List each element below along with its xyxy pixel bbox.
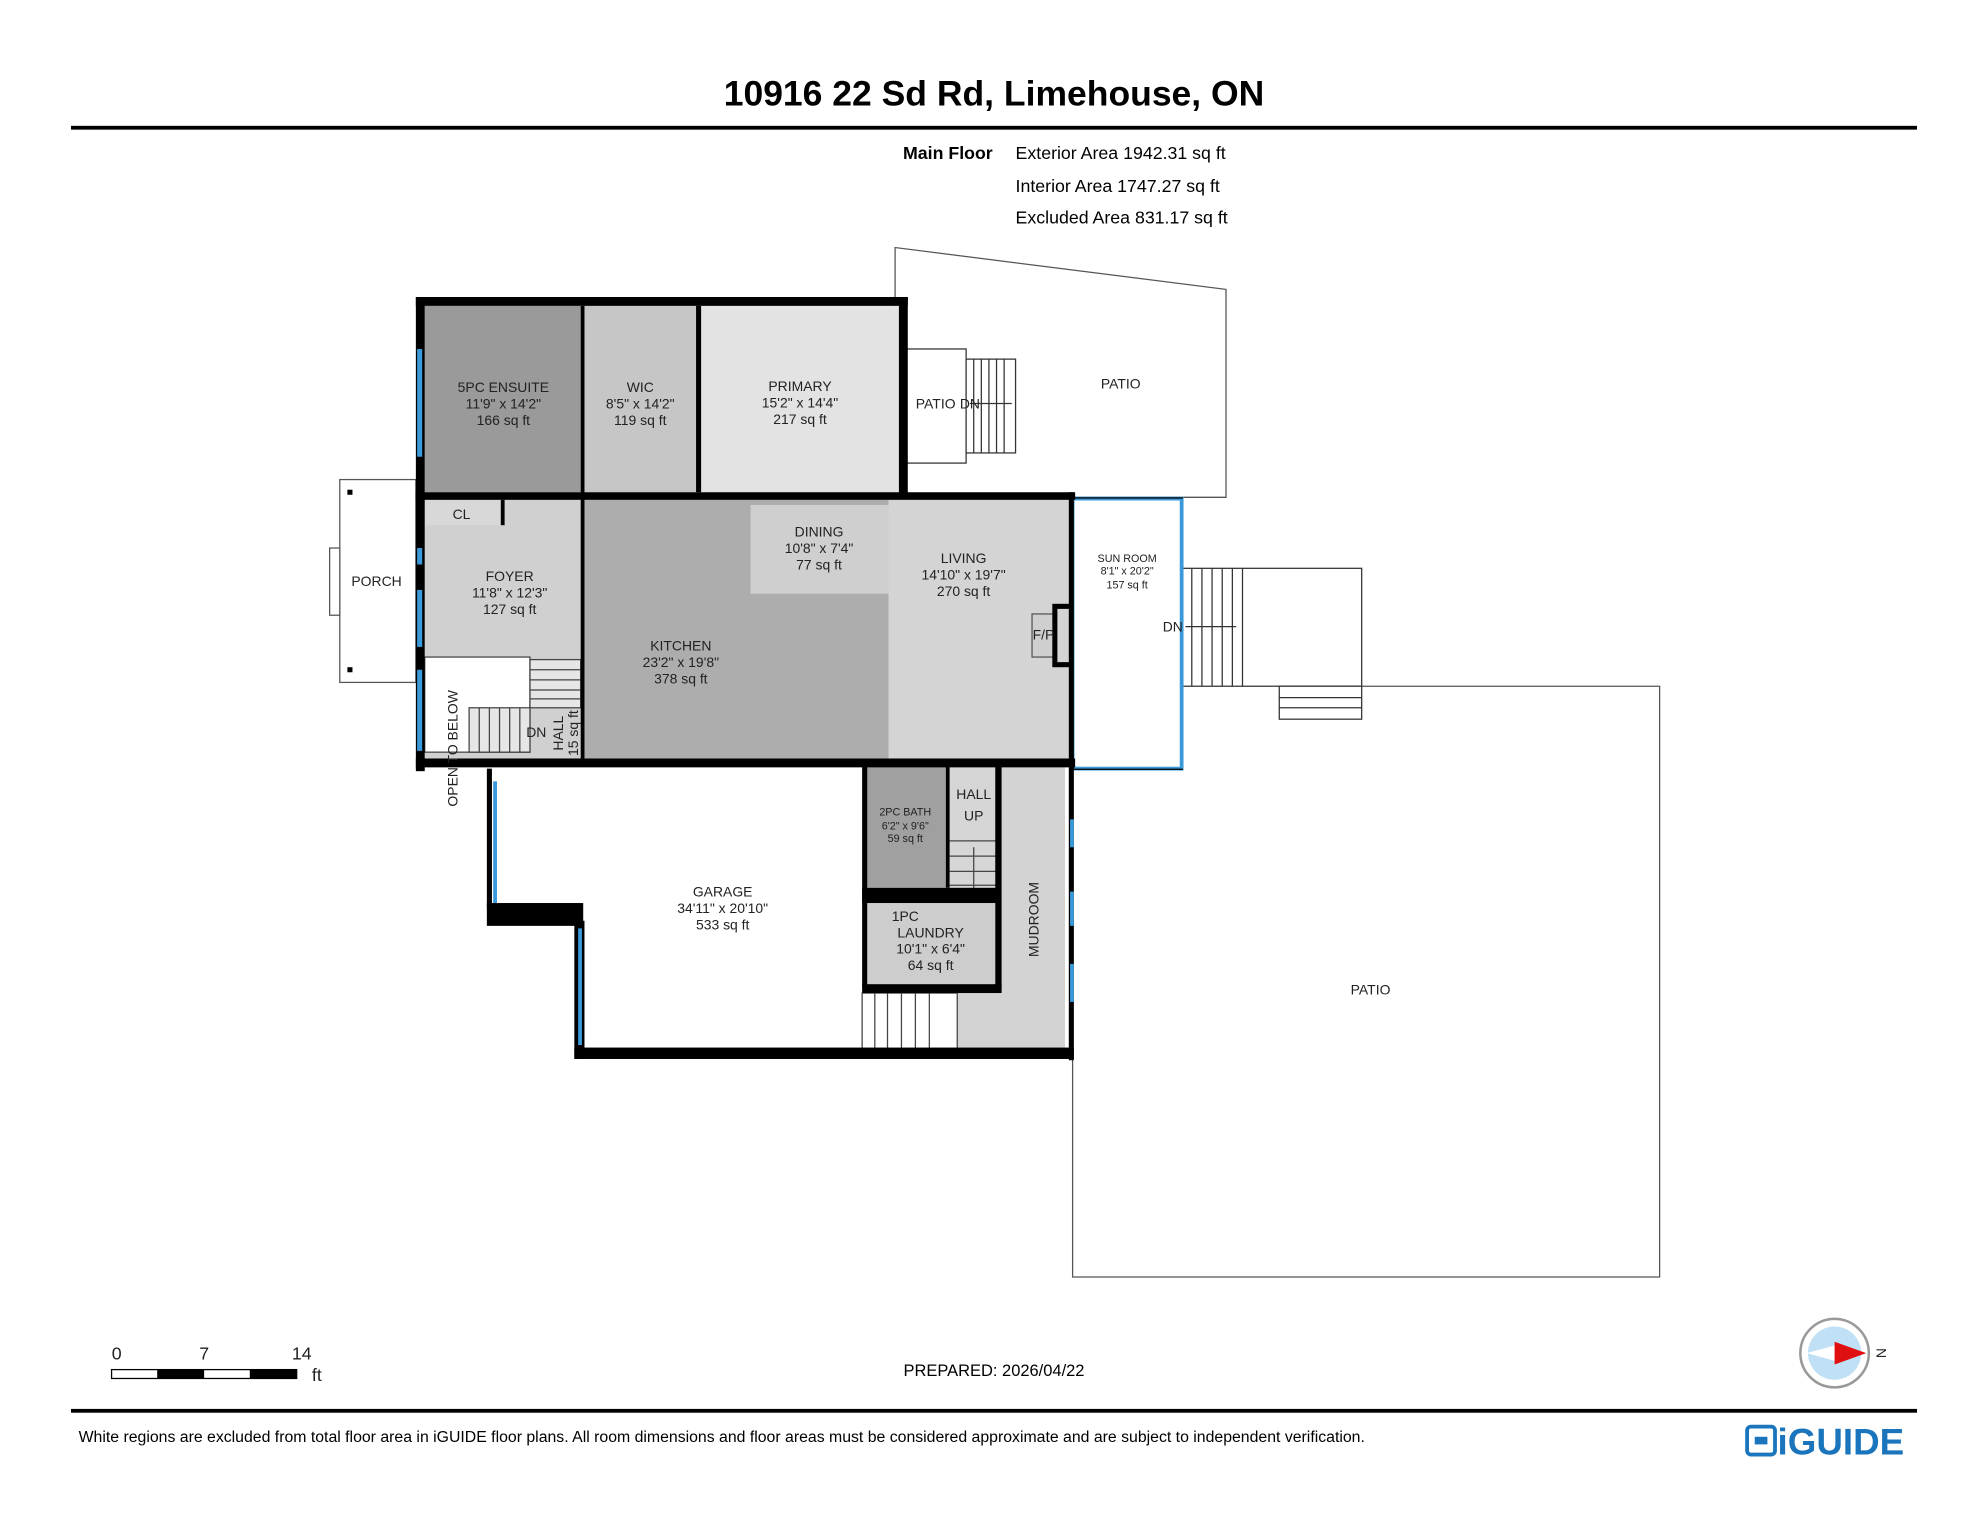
foyer-stairs — [468, 658, 582, 753]
garage-name: GARAGE — [693, 884, 753, 900]
hall-stairs — [949, 840, 1000, 895]
kitchen-name: KITCHEN — [650, 638, 711, 654]
kitchen-dims: 23'2" x 19'8" — [643, 654, 719, 670]
cl-label: CL — [453, 506, 471, 522]
prepared-date: PREPARED: 2026/04/22 — [904, 1362, 1085, 1380]
patio-north-label: PATIO — [1101, 375, 1141, 391]
hall-name: HALL — [956, 786, 991, 802]
bath2-area: 59 sq ft — [888, 833, 923, 845]
sunroom-deck-stairs — [1181, 567, 1363, 720]
floor-name: Main Floor — [903, 143, 993, 163]
living-dims: 14'10" x 19'7" — [921, 567, 1005, 583]
dining-name: DINING — [795, 524, 844, 540]
scale-unit: ft — [312, 1365, 322, 1385]
scale-label-7: 7 — [199, 1343, 209, 1363]
garage-dims: 34'11" x 20'10" — [677, 900, 768, 916]
kitchen-area: 378 sq ft — [654, 671, 708, 687]
living-name: LIVING — [941, 550, 987, 566]
excluded-area: Excluded Area 831.17 sq ft — [1016, 207, 1228, 227]
bath2-name: 2PC BATH — [879, 807, 931, 819]
sunroom-name: SUN ROOM — [1098, 553, 1157, 565]
room-bath2 — [865, 766, 946, 888]
fireplace-label: F/P — [1033, 626, 1055, 642]
primary-name: PRIMARY — [768, 378, 831, 394]
footer-disclaimer: White regions are excluded from total fl… — [79, 1429, 1365, 1446]
patio-stairs — [965, 358, 1017, 454]
sunroom-dims: 8'1" x 20'2" — [1101, 566, 1154, 578]
windows — [417, 348, 1074, 1046]
porch-post — [347, 667, 353, 673]
foyer-dims: 11'8" x 12'3" — [472, 584, 547, 600]
ensuite-dims: 11'9" x 14'2" — [466, 396, 541, 412]
room-cl — [424, 499, 501, 526]
ensuite-name: 5PC ENSUITE — [458, 379, 549, 395]
sunroom-area: 157 sq ft — [1106, 580, 1147, 592]
dining-dims: 10'8" x 7'4" — [785, 540, 854, 556]
exterior-area: Exterior Area 1942.31 sq ft — [1016, 143, 1226, 163]
mudroom-lower — [957, 989, 1065, 1048]
patio-east-label: PATIO — [1351, 981, 1391, 997]
garage-area: 533 sq ft — [696, 917, 750, 933]
room-primary — [701, 305, 901, 493]
patio-east-outline — [1071, 685, 1661, 1278]
header-rule — [71, 125, 1917, 130]
compass-north-label: N — [1873, 1348, 1889, 1358]
porch-step — [329, 547, 341, 616]
laundry-name-1: 1PC — [892, 908, 919, 924]
wic-name: WIC — [627, 379, 654, 395]
mudroom-label: MUDROOM — [1025, 882, 1041, 957]
hall-small-area: 15 sq ft — [565, 710, 581, 756]
sunroom-stair-dn: DN — [1163, 619, 1183, 635]
foyer-name: FOYER — [486, 568, 534, 584]
scale-label-0: 0 — [112, 1343, 122, 1363]
room-dining — [750, 504, 889, 594]
porch-post — [347, 489, 353, 495]
iguide-logo-text: iGUIDE — [1778, 1422, 1905, 1463]
interior-area: Interior Area 1747.27 sq ft — [1016, 176, 1220, 196]
laundry-dims: 10'1" x 6'4" — [896, 941, 965, 957]
iguide-logo-icon — [1745, 1424, 1777, 1457]
room-wic — [584, 305, 697, 493]
dining-area: 77 sq ft — [796, 557, 842, 573]
page-title: 10916 22 Sd Rd, Limehouse, ON — [724, 74, 1265, 114]
living-area: 270 sq ft — [937, 583, 991, 599]
porch-label: PORCH — [351, 573, 401, 589]
bath2-dims: 6'2" x 9'6" — [882, 820, 929, 832]
open-to-below-label: OPEN TO BELOW — [445, 689, 461, 806]
scale-label-14: 14 — [292, 1343, 312, 1363]
wic-area: 119 sq ft — [614, 412, 667, 428]
footer-rule — [71, 1408, 1917, 1413]
hall-stair-up: UP — [964, 808, 983, 824]
walls — [415, 296, 1076, 1061]
hall-small-stair-dn: DN — [526, 724, 546, 740]
laundry-area: 64 sq ft — [908, 957, 954, 973]
compass-icon — [1799, 1317, 1871, 1389]
wic-dims: 8'5" x 14'2" — [606, 396, 675, 412]
scale-bar — [110, 1368, 298, 1380]
primary-area: 217 sq ft — [773, 411, 827, 427]
ensuite-area: 166 sq ft — [477, 412, 531, 428]
patio-small-label: PATIO — [916, 396, 956, 412]
hall-small-name: HALL — [550, 715, 566, 750]
garage-stairs — [861, 992, 958, 1050]
room-laundry — [865, 903, 996, 985]
room-ensuite — [424, 305, 581, 493]
laundry-name-2: LAUNDRY — [897, 924, 963, 940]
primary-dims: 15'2" x 14'4" — [762, 394, 838, 410]
patio-small-stair-dn: DN — [960, 396, 980, 412]
foyer-area: 127 sq ft — [483, 601, 537, 617]
